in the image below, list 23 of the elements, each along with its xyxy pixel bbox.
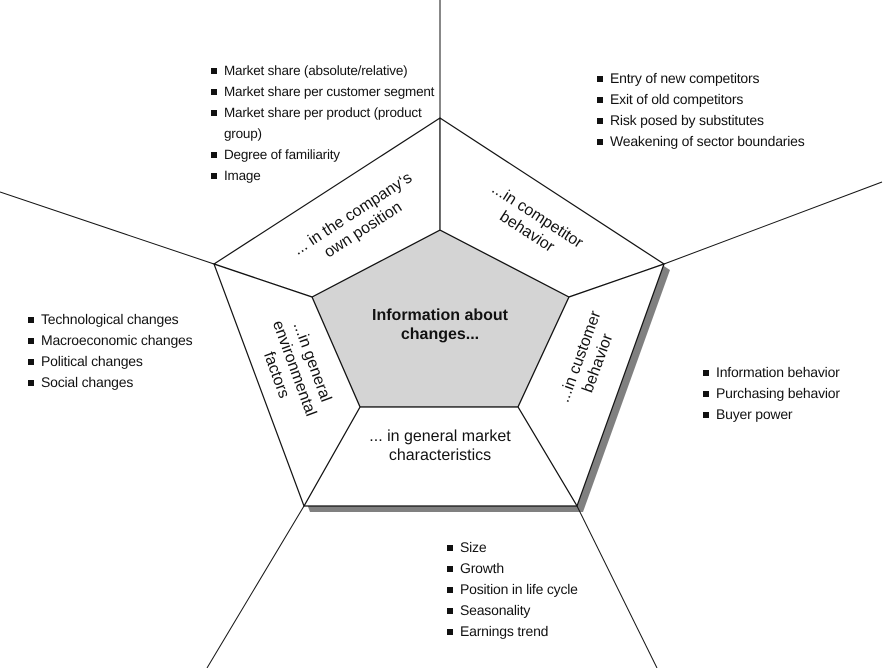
list-item: Exit of old competitors	[610, 91, 744, 107]
list-item: Purchasing behavior	[716, 385, 840, 401]
list-item: Weakening of sector boundaries	[610, 133, 805, 149]
list-item: Growth	[460, 560, 504, 576]
list-item: Entry of new competitors	[610, 70, 760, 86]
list-item: Information behavior	[716, 364, 840, 380]
list-item: Position in life cycle	[460, 581, 578, 597]
list-item: Market share per customer segment	[224, 84, 434, 99]
segment-label: ... in general market characteristics	[368, 427, 512, 465]
list-item: Image	[224, 168, 261, 183]
list-item: Market share (absolute/relative)	[224, 63, 408, 78]
list-item: Earnings trend	[460, 623, 548, 639]
list-item: Buyer power	[716, 406, 792, 422]
list-item: Degree of familiarity	[224, 147, 340, 162]
list-item: Social changes	[41, 374, 134, 390]
list-item: Risk posed by substitutes	[610, 112, 764, 128]
list-item: Macroeconomic changes	[41, 332, 192, 348]
list-item: Political changes	[41, 353, 143, 369]
list-item: Technological changes	[41, 311, 178, 327]
list-item: Market share per product (product group)	[224, 105, 422, 141]
list-item: Size	[460, 539, 486, 555]
list-item: Seasonality	[460, 602, 530, 618]
center-title: Information about changes...	[371, 306, 509, 344]
